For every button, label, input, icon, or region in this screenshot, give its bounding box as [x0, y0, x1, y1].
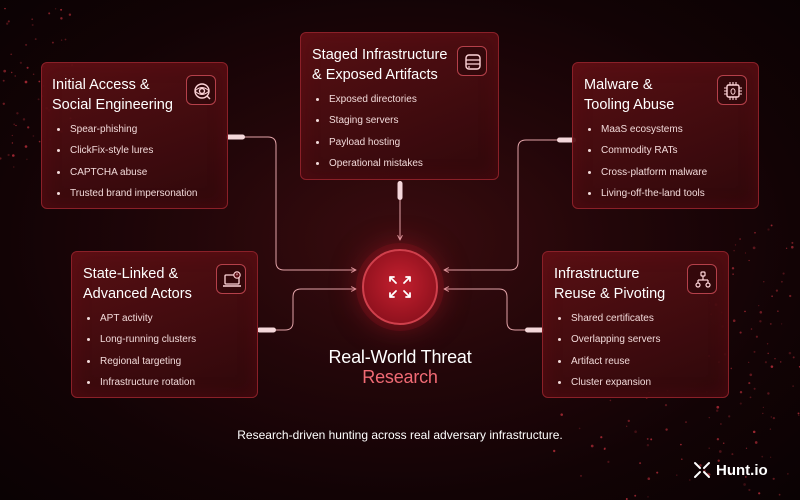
- list-item: Operational mistakes: [315, 153, 423, 174]
- card-title: Infrastructure Reuse & Pivoting: [554, 266, 666, 302]
- list-item: Staging servers: [315, 110, 423, 131]
- list-item: CAPTCHA abuse: [56, 162, 197, 183]
- central-hub: [362, 249, 438, 325]
- list-item: MaaS ecosystems: [587, 119, 707, 140]
- card-list: Exposed directories Staging servers Payl…: [315, 89, 423, 174]
- list-item: ClickFix-style lures: [56, 140, 197, 161]
- card-list: Spear-phishing ClickFix-style lures CAPT…: [56, 119, 197, 204]
- list-item: Artifact reuse: [557, 351, 660, 372]
- connector-pill-initial-access: [226, 134, 245, 140]
- card-malware-tooling: Malware & Tooling Abuse MaaS ecosystems …: [572, 62, 759, 209]
- card-list: APT activity Long-running clusters Regio…: [86, 308, 196, 393]
- bug-chip-icon: [717, 75, 747, 105]
- list-item: Cluster expansion: [557, 372, 660, 393]
- laptop-alert-icon: [216, 264, 246, 294]
- list-item: Infrastructure rotation: [86, 372, 196, 393]
- card-state-linked: State-Linked & Advanced Actors APT activ…: [71, 251, 258, 398]
- connector-pill-staged-infra: [397, 181, 403, 200]
- connector-pill-infra-reuse: [525, 327, 544, 333]
- list-item: Payload hosting: [315, 132, 423, 153]
- card-title: Staged Infrastructure & Exposed Artifact…: [312, 47, 448, 83]
- card-title: Initial Access & Social Engineering: [52, 77, 173, 113]
- list-item: Trusted brand impersonation: [56, 183, 197, 204]
- hunt-logo-icon: [694, 462, 710, 478]
- card-title: Malware & Tooling Abuse: [584, 77, 675, 113]
- card-infrastructure-reuse: Infrastructure Reuse & Pivoting Shared c…: [542, 251, 729, 398]
- list-item: Long-running clusters: [86, 329, 196, 350]
- card-list: MaaS ecosystems Commodity RATs Cross-pla…: [587, 119, 707, 204]
- eye-target-icon: [186, 75, 216, 105]
- connector-malware: [444, 139, 573, 270]
- brand-name: Hunt.io: [716, 461, 768, 479]
- connector-initial-access: [239, 136, 356, 270]
- list-item: Living-off-the-land tools: [587, 183, 707, 204]
- connector-state-linked: [260, 289, 356, 331]
- connector-pill-malware: [557, 137, 576, 143]
- list-item: Spear-phishing: [56, 119, 197, 140]
- connector-infra-reuse: [444, 289, 540, 331]
- hub-title: Real-World Threat Research: [328, 347, 472, 387]
- list-item: Shared certificates: [557, 308, 660, 329]
- card-list: Shared certificates Overlapping servers …: [557, 308, 660, 393]
- list-item: Commodity RATs: [587, 140, 707, 161]
- list-item: Cross-platform malware: [587, 162, 707, 183]
- connector-pill-state-linked: [257, 327, 276, 333]
- card-staged-infrastructure: Staged Infrastructure & Exposed Artifact…: [300, 32, 499, 180]
- brand-logo: Hunt.io: [692, 459, 768, 481]
- list-item: Regional targeting: [86, 351, 196, 372]
- tagline: Research-driven hunting across real adve…: [237, 428, 563, 442]
- converging-arrows-icon: [389, 276, 411, 298]
- list-item: Exposed directories: [315, 89, 423, 110]
- list-item: APT activity: [86, 308, 196, 329]
- card-title: State-Linked & Advanced Actors: [83, 266, 192, 302]
- list-item: Overlapping servers: [557, 329, 660, 350]
- storage-files-icon: [457, 46, 487, 76]
- network-pivot-icon: [687, 264, 717, 294]
- card-initial-access: Initial Access & Social Engineering Spea…: [41, 62, 228, 209]
